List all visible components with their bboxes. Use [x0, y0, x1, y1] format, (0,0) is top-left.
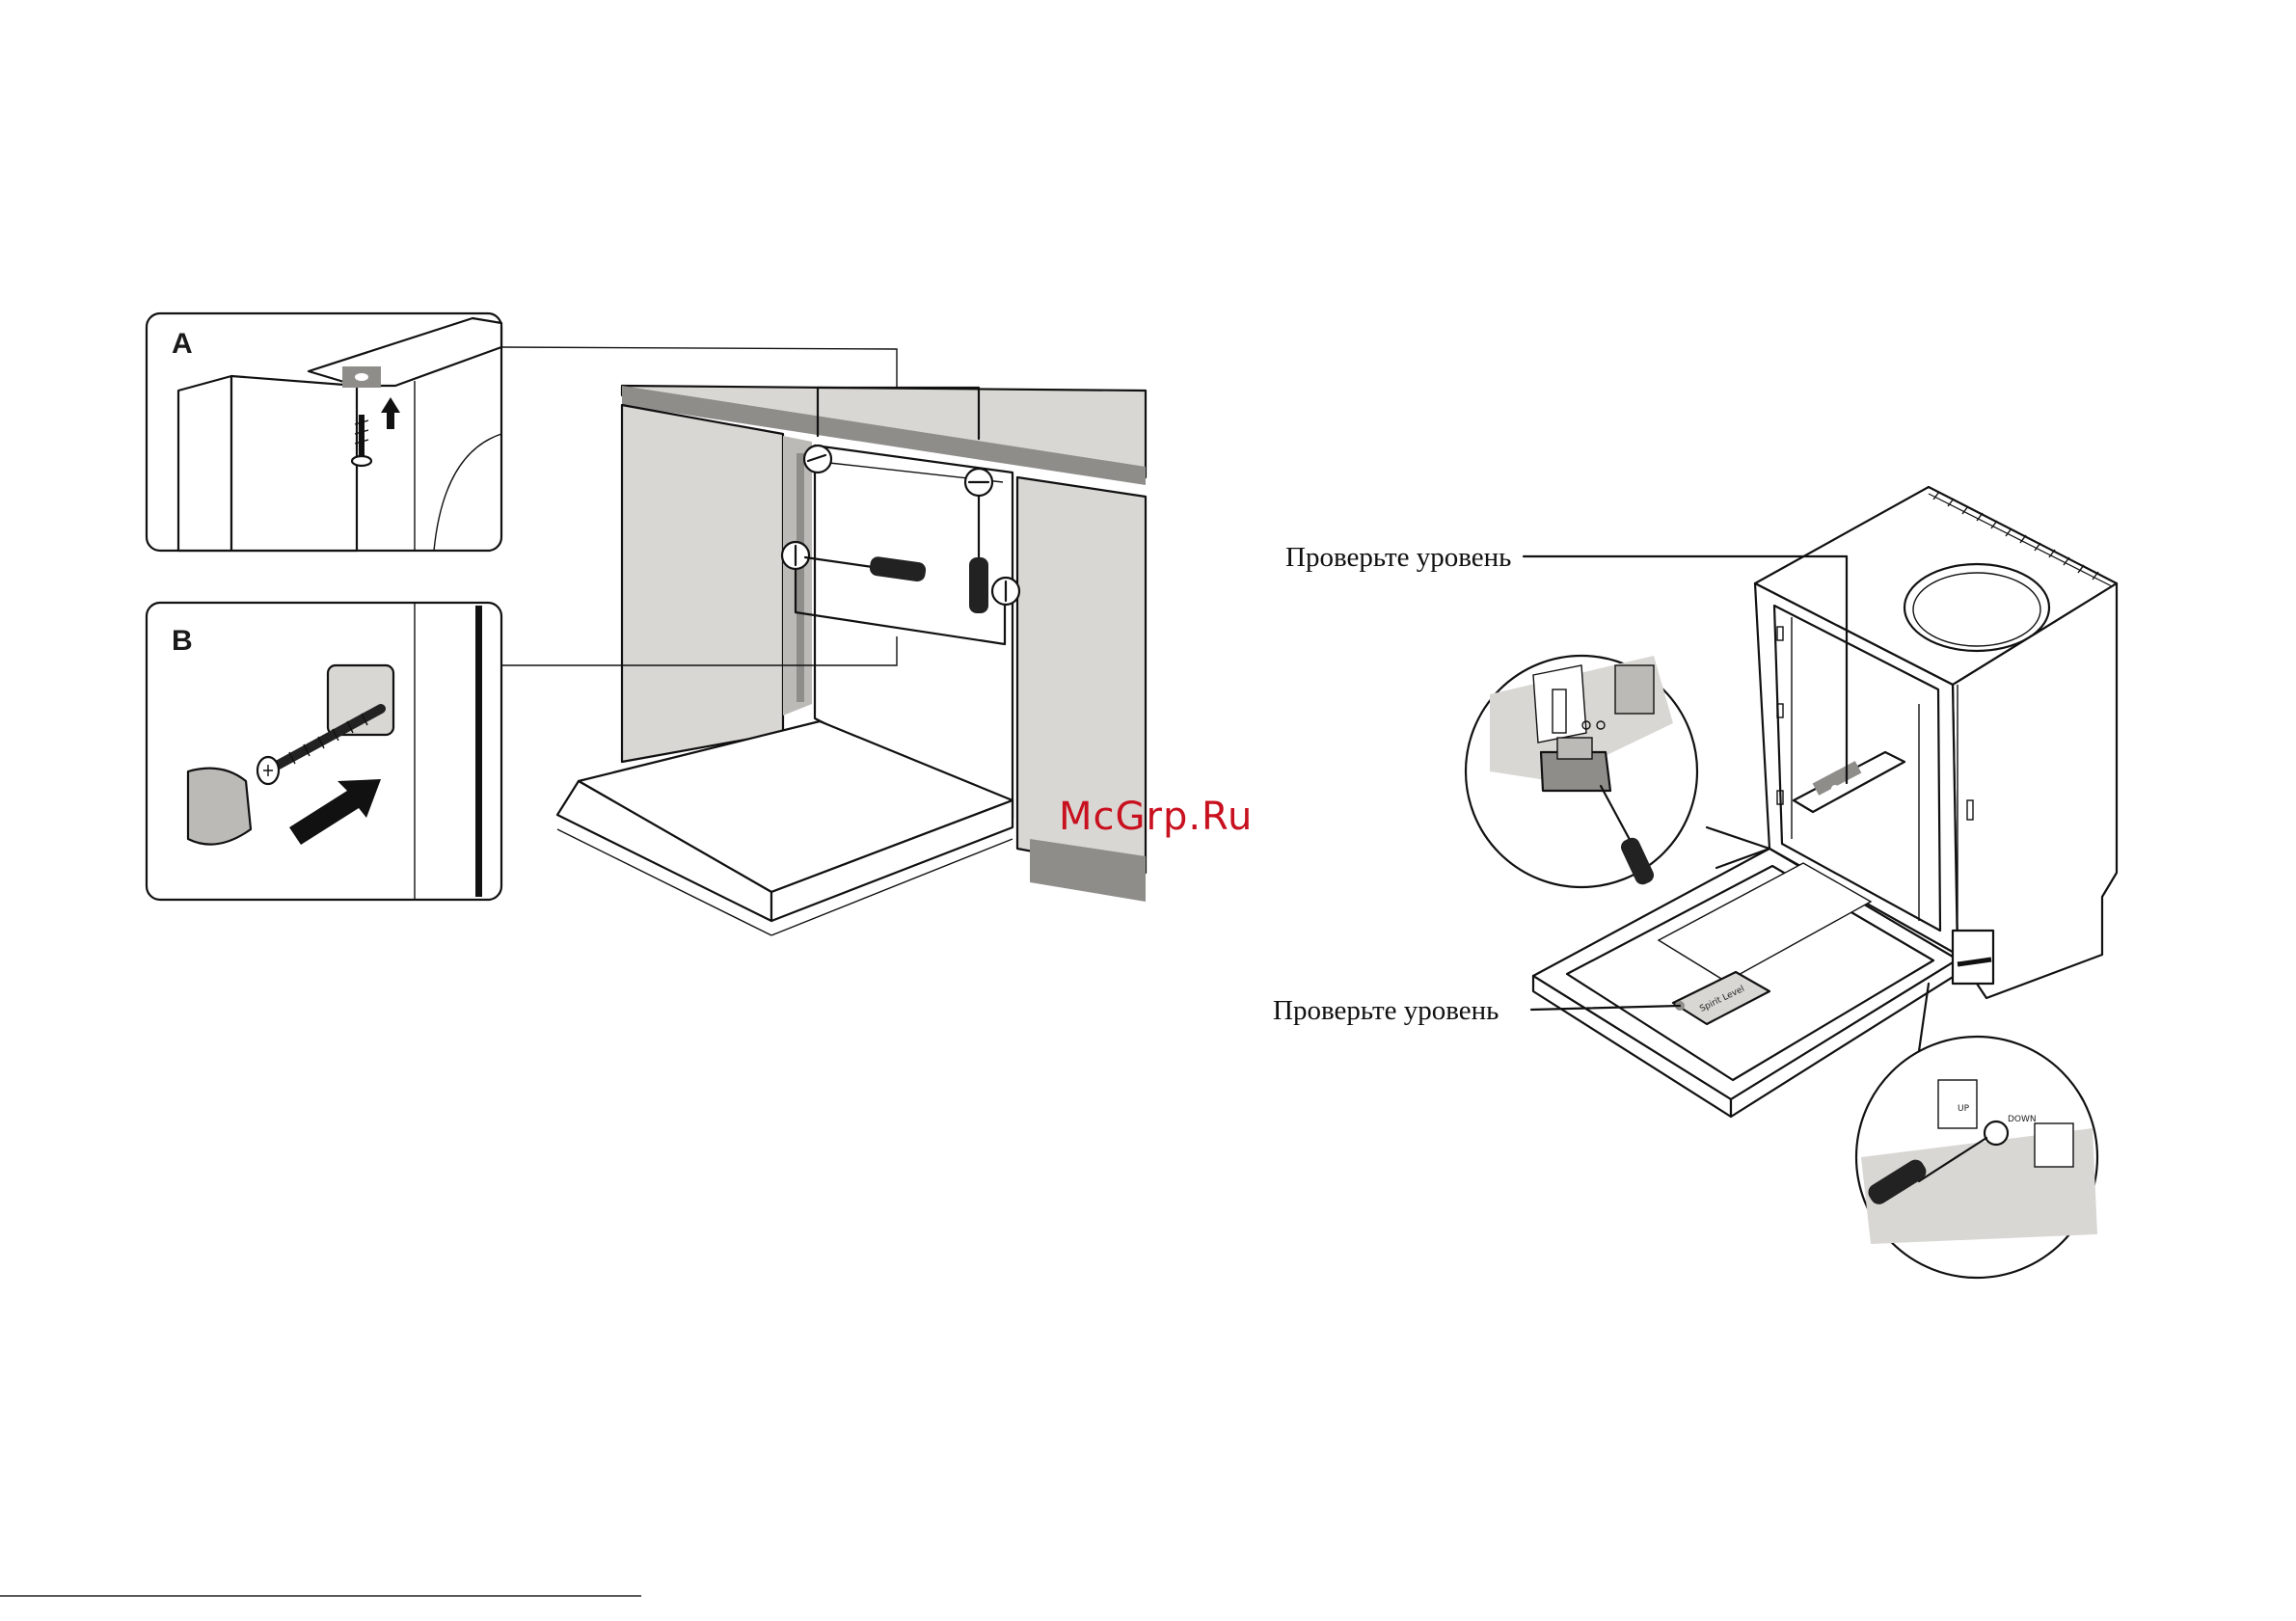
- hinge-bracket: [1953, 931, 1993, 984]
- panel-a-cabinet-side: [178, 376, 231, 551]
- cabinet-installation-figure: [501, 347, 1146, 935]
- panel-b-edge: [475, 606, 482, 897]
- zoom-leg-adjustment: [1466, 656, 1769, 887]
- label-down: DOWN: [2008, 1115, 2037, 1124]
- panel-b-letter: B: [172, 625, 193, 657]
- cover-cap-icon: [188, 769, 251, 845]
- callout-check-level-bottom: Проверьте уровень: [1273, 995, 1499, 1026]
- panel-a-letter: A: [172, 328, 193, 360]
- screw-marker-top-left: [804, 446, 831, 473]
- tension-screw: [1985, 1121, 2008, 1145]
- callout-check-level-top: Проверьте уровень: [1285, 542, 1511, 573]
- watermark: McGrp.Ru: [1059, 795, 1253, 839]
- detail-panel-b: B: [147, 603, 501, 900]
- left-cabinet-side: [622, 405, 783, 762]
- detail-panel-a: A: [147, 313, 501, 551]
- leader-a: [501, 347, 897, 388]
- panel-b-frame: [147, 603, 501, 900]
- dishwasher-leveling-figure: Spirit Level Проверьте уровень Проверьте…: [1273, 487, 2117, 1278]
- label-up: UP: [1958, 1104, 1970, 1114]
- zoom-door-tension: UP DOWN: [1856, 984, 2097, 1278]
